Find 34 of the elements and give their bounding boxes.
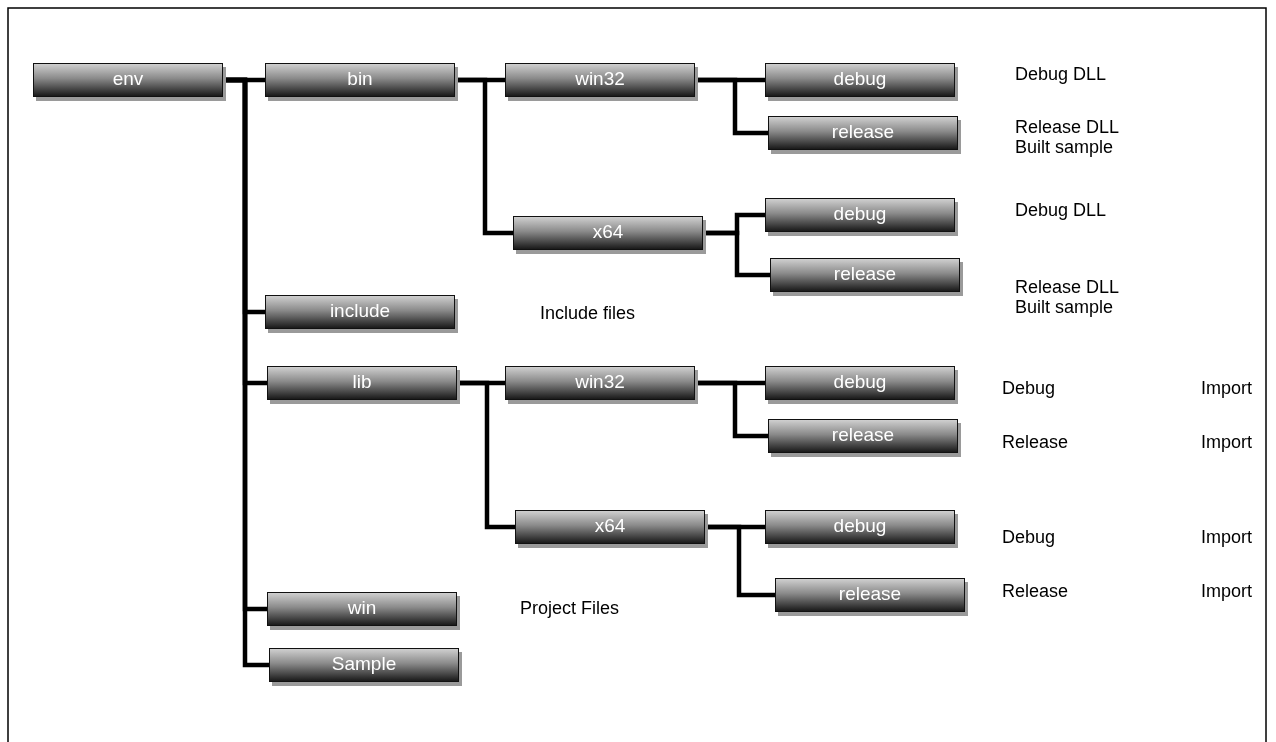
folder-label: Sample bbox=[331, 653, 397, 674]
note-text: Project Files bbox=[520, 598, 621, 618]
note-text: Include files bbox=[540, 303, 637, 323]
connector-line bbox=[695, 380, 768, 439]
folder-label: debug bbox=[833, 515, 887, 536]
folder-label: lib bbox=[352, 371, 372, 392]
folder-label: win32 bbox=[575, 371, 625, 392]
folder-label: debug bbox=[833, 371, 887, 392]
description-text: Release Import bbox=[1002, 581, 1252, 601]
folder-label: release bbox=[831, 424, 895, 445]
folder-label: bin bbox=[347, 68, 373, 89]
description-text: Debug DLL bbox=[1015, 64, 1108, 84]
folder-label: x64 bbox=[592, 221, 624, 242]
description-text: Release DLL Built sample bbox=[1015, 277, 1120, 317]
connector-line bbox=[695, 77, 768, 136]
description-text: Release DLL Built sample bbox=[1015, 117, 1120, 157]
folder-label: win32 bbox=[575, 68, 625, 89]
connector-line bbox=[455, 77, 513, 236]
folder-label: win bbox=[347, 597, 377, 618]
connector-line bbox=[705, 524, 775, 598]
connector-line bbox=[457, 380, 515, 530]
folder-label: env bbox=[112, 68, 144, 89]
folder-label: x64 bbox=[594, 515, 626, 536]
folder-label: include bbox=[329, 300, 391, 321]
folder-label: debug bbox=[833, 68, 887, 89]
description-text: Debug DLL bbox=[1015, 200, 1108, 220]
folder-label: release bbox=[833, 263, 897, 284]
description-text: Debug Import bbox=[1002, 527, 1252, 547]
description-text: Release Import bbox=[1002, 432, 1252, 452]
description-text: Debug Import bbox=[1002, 378, 1252, 398]
folder-label: debug bbox=[833, 203, 887, 224]
folder-label: release bbox=[831, 121, 895, 142]
folder-label: release bbox=[838, 583, 902, 604]
connector-line bbox=[703, 230, 770, 278]
